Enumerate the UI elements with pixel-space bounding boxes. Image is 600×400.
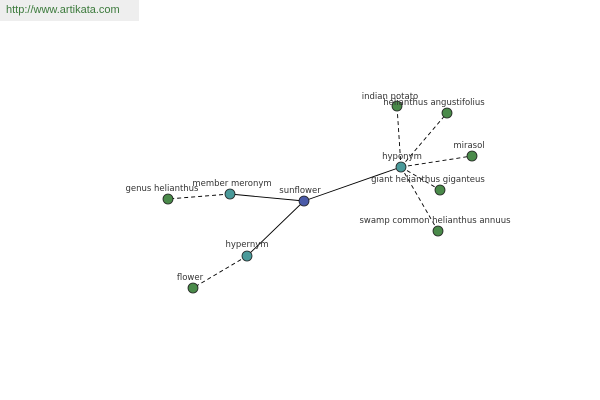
edge-hyponym-to-indian-potato — [396, 105, 402, 168]
edge-hyponym-to-swamp-common-helianthus-annuus — [400, 166, 439, 232]
node-flower[interactable] — [187, 282, 199, 294]
graph-nodes — [162, 100, 478, 294]
node-label-sunflower[interactable]: sunflower — [279, 186, 321, 196]
node-member-meronym[interactable] — [224, 188, 236, 200]
edge-sunflower-to-hypernym — [246, 200, 305, 257]
node-helianthus-angustifolius[interactable] — [441, 107, 453, 119]
node-label-hypernym[interactable]: hypernym — [225, 240, 268, 250]
node-label-helianthus-angustifolius[interactable]: helianthus angustifolius — [383, 98, 485, 108]
edge-hyponym-to-mirasol — [400, 155, 473, 168]
graph-edges — [167, 105, 473, 289]
node-hypernym[interactable] — [241, 250, 253, 262]
edge-sunflower-to-member-meronym — [229, 193, 305, 202]
edge-hypernym-to-flower — [192, 255, 248, 289]
graph-labels: sunflower hyponym member meronym hypernym ge… — [125, 92, 511, 283]
edge-hyponym-to-helianthus-angustifolius — [400, 112, 448, 168]
node-label-giant-helianthus-giganteus[interactable]: giant helianthus giganteus — [371, 175, 485, 185]
node-label-hyponym[interactable]: hyponym — [382, 152, 422, 162]
edge-hyponym-to-giant-helianthus-giganteus — [400, 166, 441, 191]
node-giant-helianthus-giganteus[interactable] — [434, 184, 446, 196]
node-label-member-meronym[interactable]: member meronym — [192, 179, 271, 189]
node-genus-helianthus[interactable] — [162, 193, 174, 205]
node-mirasol[interactable] — [466, 150, 478, 162]
node-label-genus-helianthus[interactable]: genus helianthus — [125, 184, 199, 194]
node-sunflower[interactable] — [298, 195, 310, 207]
node-label-swamp-common-helianthus-annuus[interactable]: swamp common helianthus annuus — [359, 216, 511, 226]
node-indian-potato[interactable] — [391, 100, 403, 112]
node-label-indian-potato[interactable]: indian potato — [362, 92, 418, 102]
edge-sunflower-to-hyponym — [303, 166, 402, 202]
node-hyponym[interactable] — [395, 161, 407, 173]
node-label-mirasol[interactable]: mirasol — [453, 141, 484, 151]
edge-member-meronym-to-genus-helianthus — [167, 193, 231, 200]
site-url-link[interactable]: http://www.artikata.com — [0, 0, 139, 21]
node-swamp-common-helianthus-annuus[interactable] — [432, 225, 444, 237]
node-label-flower[interactable]: flower — [177, 273, 204, 283]
